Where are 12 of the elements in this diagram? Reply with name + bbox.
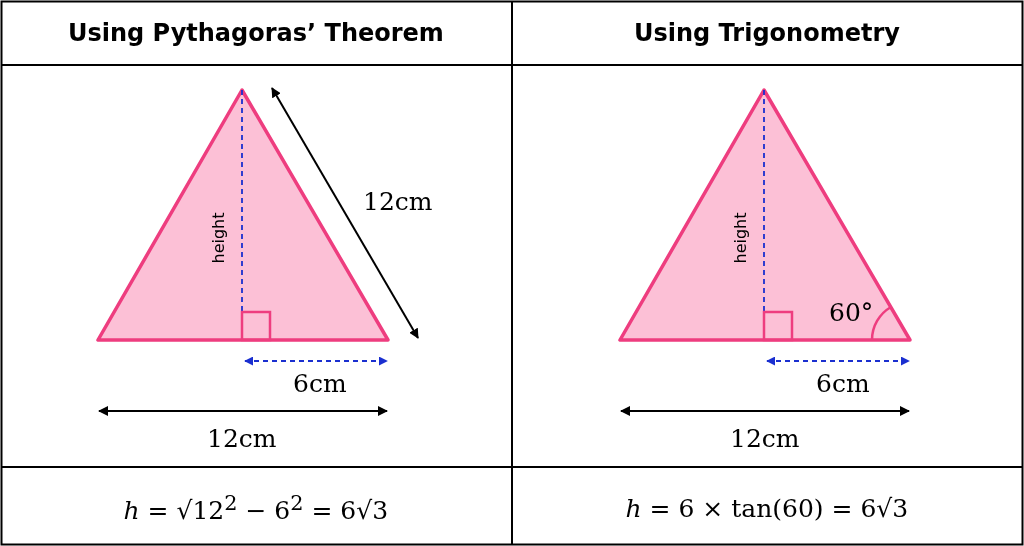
column-heading: Using Trigonometry <box>634 21 900 45</box>
height-label: height <box>732 212 748 264</box>
dimension-label: 12cm <box>363 188 433 214</box>
height-label: height <box>210 212 226 264</box>
formula: h = 6 × tan(60) = 6√3 <box>625 495 909 521</box>
dimension-label: 12cm <box>207 425 277 451</box>
angle-label: 60° <box>829 299 874 325</box>
formula: h = √12$^{2}$ − 6$^{2}$ = 6√3 <box>123 493 389 524</box>
dimension-label: 6cm <box>816 370 870 396</box>
dimension-label: 6cm <box>293 370 347 396</box>
column-heading: Using Pythagoras’ Theorem <box>68 21 444 45</box>
dimension-label: 12cm <box>730 425 800 451</box>
